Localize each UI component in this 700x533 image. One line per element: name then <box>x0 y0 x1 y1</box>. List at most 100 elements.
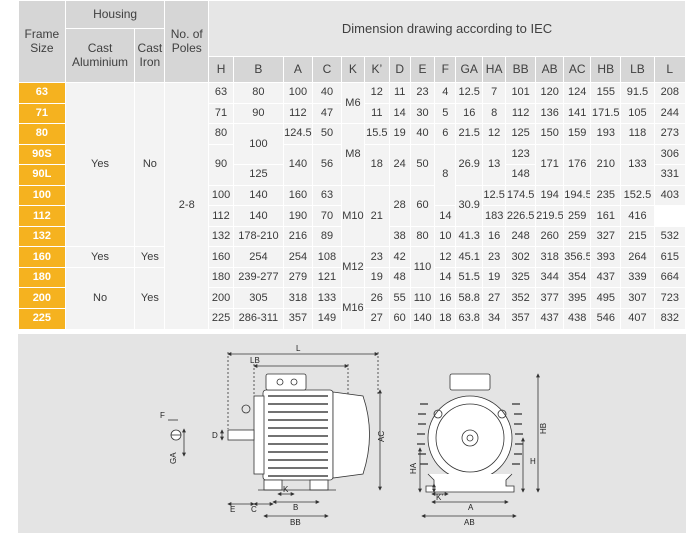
cast-iron-cell: Yes <box>134 246 166 268</box>
frame-size-cell: 225 <box>18 308 66 330</box>
table-cell: 254 <box>282 246 313 268</box>
frame-size-cell: 80 <box>18 123 66 145</box>
table-cell: 34 <box>482 308 507 330</box>
table-cell: 56 <box>311 143 343 186</box>
table-cell: 178-210 <box>232 225 284 248</box>
table-cell: 100 <box>232 123 284 166</box>
table-cell: 239-277 <box>232 266 284 289</box>
table-row: 63 Yes No 2-8 63 80 100 40 M6 12 11 23 4… <box>18 81 687 330</box>
dimension-table: Frame Size Housing No. of Poles Dimensio… <box>18 0 687 330</box>
table-row: 90L 125 148 331 <box>18 164 687 186</box>
table-cell: 30 <box>409 102 436 125</box>
table-cell: 63.8 <box>455 308 484 330</box>
table-cell: 19 <box>363 266 390 289</box>
table-cell: 318 <box>535 246 565 268</box>
table-cell: 16 <box>434 287 457 310</box>
table-row: 100 100 140 160 63 M10 21 28 60 30.9 12.… <box>18 184 687 248</box>
col-header-AB: AB <box>535 56 565 83</box>
table-cell: 11 <box>363 102 390 125</box>
dim-label-HB: HB <box>539 423 548 434</box>
table-cell: 416 <box>620 205 655 227</box>
frame-size-header: Frame Size <box>18 0 66 83</box>
table-cell: 327 <box>590 225 622 248</box>
table-cell: 30.9 <box>455 184 484 227</box>
motor-drawing-svg: L LB F D GA AC E C B K BB HA H HB K’ A A… <box>160 344 548 527</box>
table-cell: 16 <box>482 225 507 248</box>
table-cell: 12.5 <box>455 82 484 104</box>
table-cell: 90 <box>232 102 284 125</box>
table-cell: 141 <box>563 102 592 125</box>
table-cell: 190 <box>282 205 313 227</box>
table-cell: 225 <box>208 308 234 330</box>
table-cell: 279 <box>282 266 313 289</box>
table-cell: 19 <box>388 123 411 145</box>
table-cell: 23 <box>363 246 390 268</box>
cast-iron-cell: No <box>134 81 166 248</box>
table-cell: 40 <box>409 123 436 145</box>
table-cell: 124.5 <box>282 123 313 145</box>
table-cell: 325 <box>505 266 537 289</box>
table-cell: 200 <box>208 287 234 310</box>
table-cell: 14 <box>388 102 411 125</box>
cast-aluminium-cell: Yes <box>64 246 136 268</box>
table-row: 160 Yes Yes 160 254 254 108 M12 23 42 11… <box>18 246 687 289</box>
table-cell: 50 <box>311 123 343 145</box>
table-cell: 60 <box>388 308 411 330</box>
table-cell: 302 <box>505 246 537 268</box>
table-cell: 183 <box>482 205 507 227</box>
table-cell: 123 <box>505 143 537 166</box>
table-cell: M10 <box>341 184 365 248</box>
col-header-Kp: K’ <box>363 56 390 83</box>
col-header-D: D <box>388 56 411 83</box>
frame-size-cell: 71 <box>18 102 66 125</box>
table-cell: 152.5 <box>620 184 655 207</box>
table-cell: 90 <box>208 143 234 186</box>
table-cell: 45.1 <box>455 246 484 268</box>
table-cell: 393 <box>590 246 622 268</box>
table-cell: 55 <box>388 287 411 310</box>
table-cell: 110 <box>409 287 436 310</box>
table-cell: 58.8 <box>455 287 484 310</box>
table-cell: 664 <box>653 266 687 289</box>
table-cell: 12 <box>363 82 390 104</box>
table-cell: 7 <box>482 82 507 104</box>
table-cell: 112 <box>208 205 234 227</box>
col-header-B: B <box>232 56 284 83</box>
dim-label-E: E <box>230 505 235 514</box>
table-cell: 136 <box>535 102 565 125</box>
table-cell: 226.5 <box>505 205 537 227</box>
col-header-L: L <box>653 56 687 83</box>
table-cell: 438 <box>563 308 592 330</box>
table-cell: 118 <box>620 123 655 145</box>
table-cell: 14 <box>434 205 457 227</box>
table-cell: 63 <box>208 82 234 104</box>
dim-label-BB: BB <box>290 518 301 527</box>
table-cell: 8 <box>434 143 457 207</box>
table-cell: 273 <box>653 123 687 145</box>
cast-aluminium-cell: Yes <box>64 81 136 248</box>
table-cell: 100 <box>282 82 313 104</box>
table-cell: 171 <box>535 143 565 186</box>
dim-label-A: A <box>468 503 474 512</box>
motor-front-view <box>417 373 540 518</box>
table-cell: 10 <box>434 225 457 248</box>
housing-header: Housing <box>64 0 166 29</box>
table-cell: 407 <box>620 308 655 330</box>
table-cell: 615 <box>653 246 687 268</box>
cast-iron-cell: Yes <box>134 266 166 330</box>
table-row: 180 No Yes 180 239-277 279 121 19 48 14 … <box>18 266 687 330</box>
col-header-LB: LB <box>620 56 655 83</box>
table-cell: 344 <box>535 266 565 289</box>
table-cell: 133 <box>311 287 343 310</box>
table-row: 225 225 286-311 357 149 27 60 140 18 63.… <box>18 308 687 330</box>
cast-aluminium-cell: No <box>64 266 136 330</box>
table-cell: M6 <box>341 81 365 125</box>
table-cell: 18 <box>363 143 390 186</box>
table-cell: 12 <box>434 246 457 268</box>
table-cell: 133 <box>620 143 655 186</box>
table-cell: 28 <box>388 184 411 227</box>
table-cell: 18 <box>434 308 457 330</box>
table-cell: 546 <box>590 308 622 330</box>
cast-aluminium-header: Cast Aluminium <box>64 28 136 83</box>
no-of-poles-header: No. of Poles <box>164 0 210 83</box>
